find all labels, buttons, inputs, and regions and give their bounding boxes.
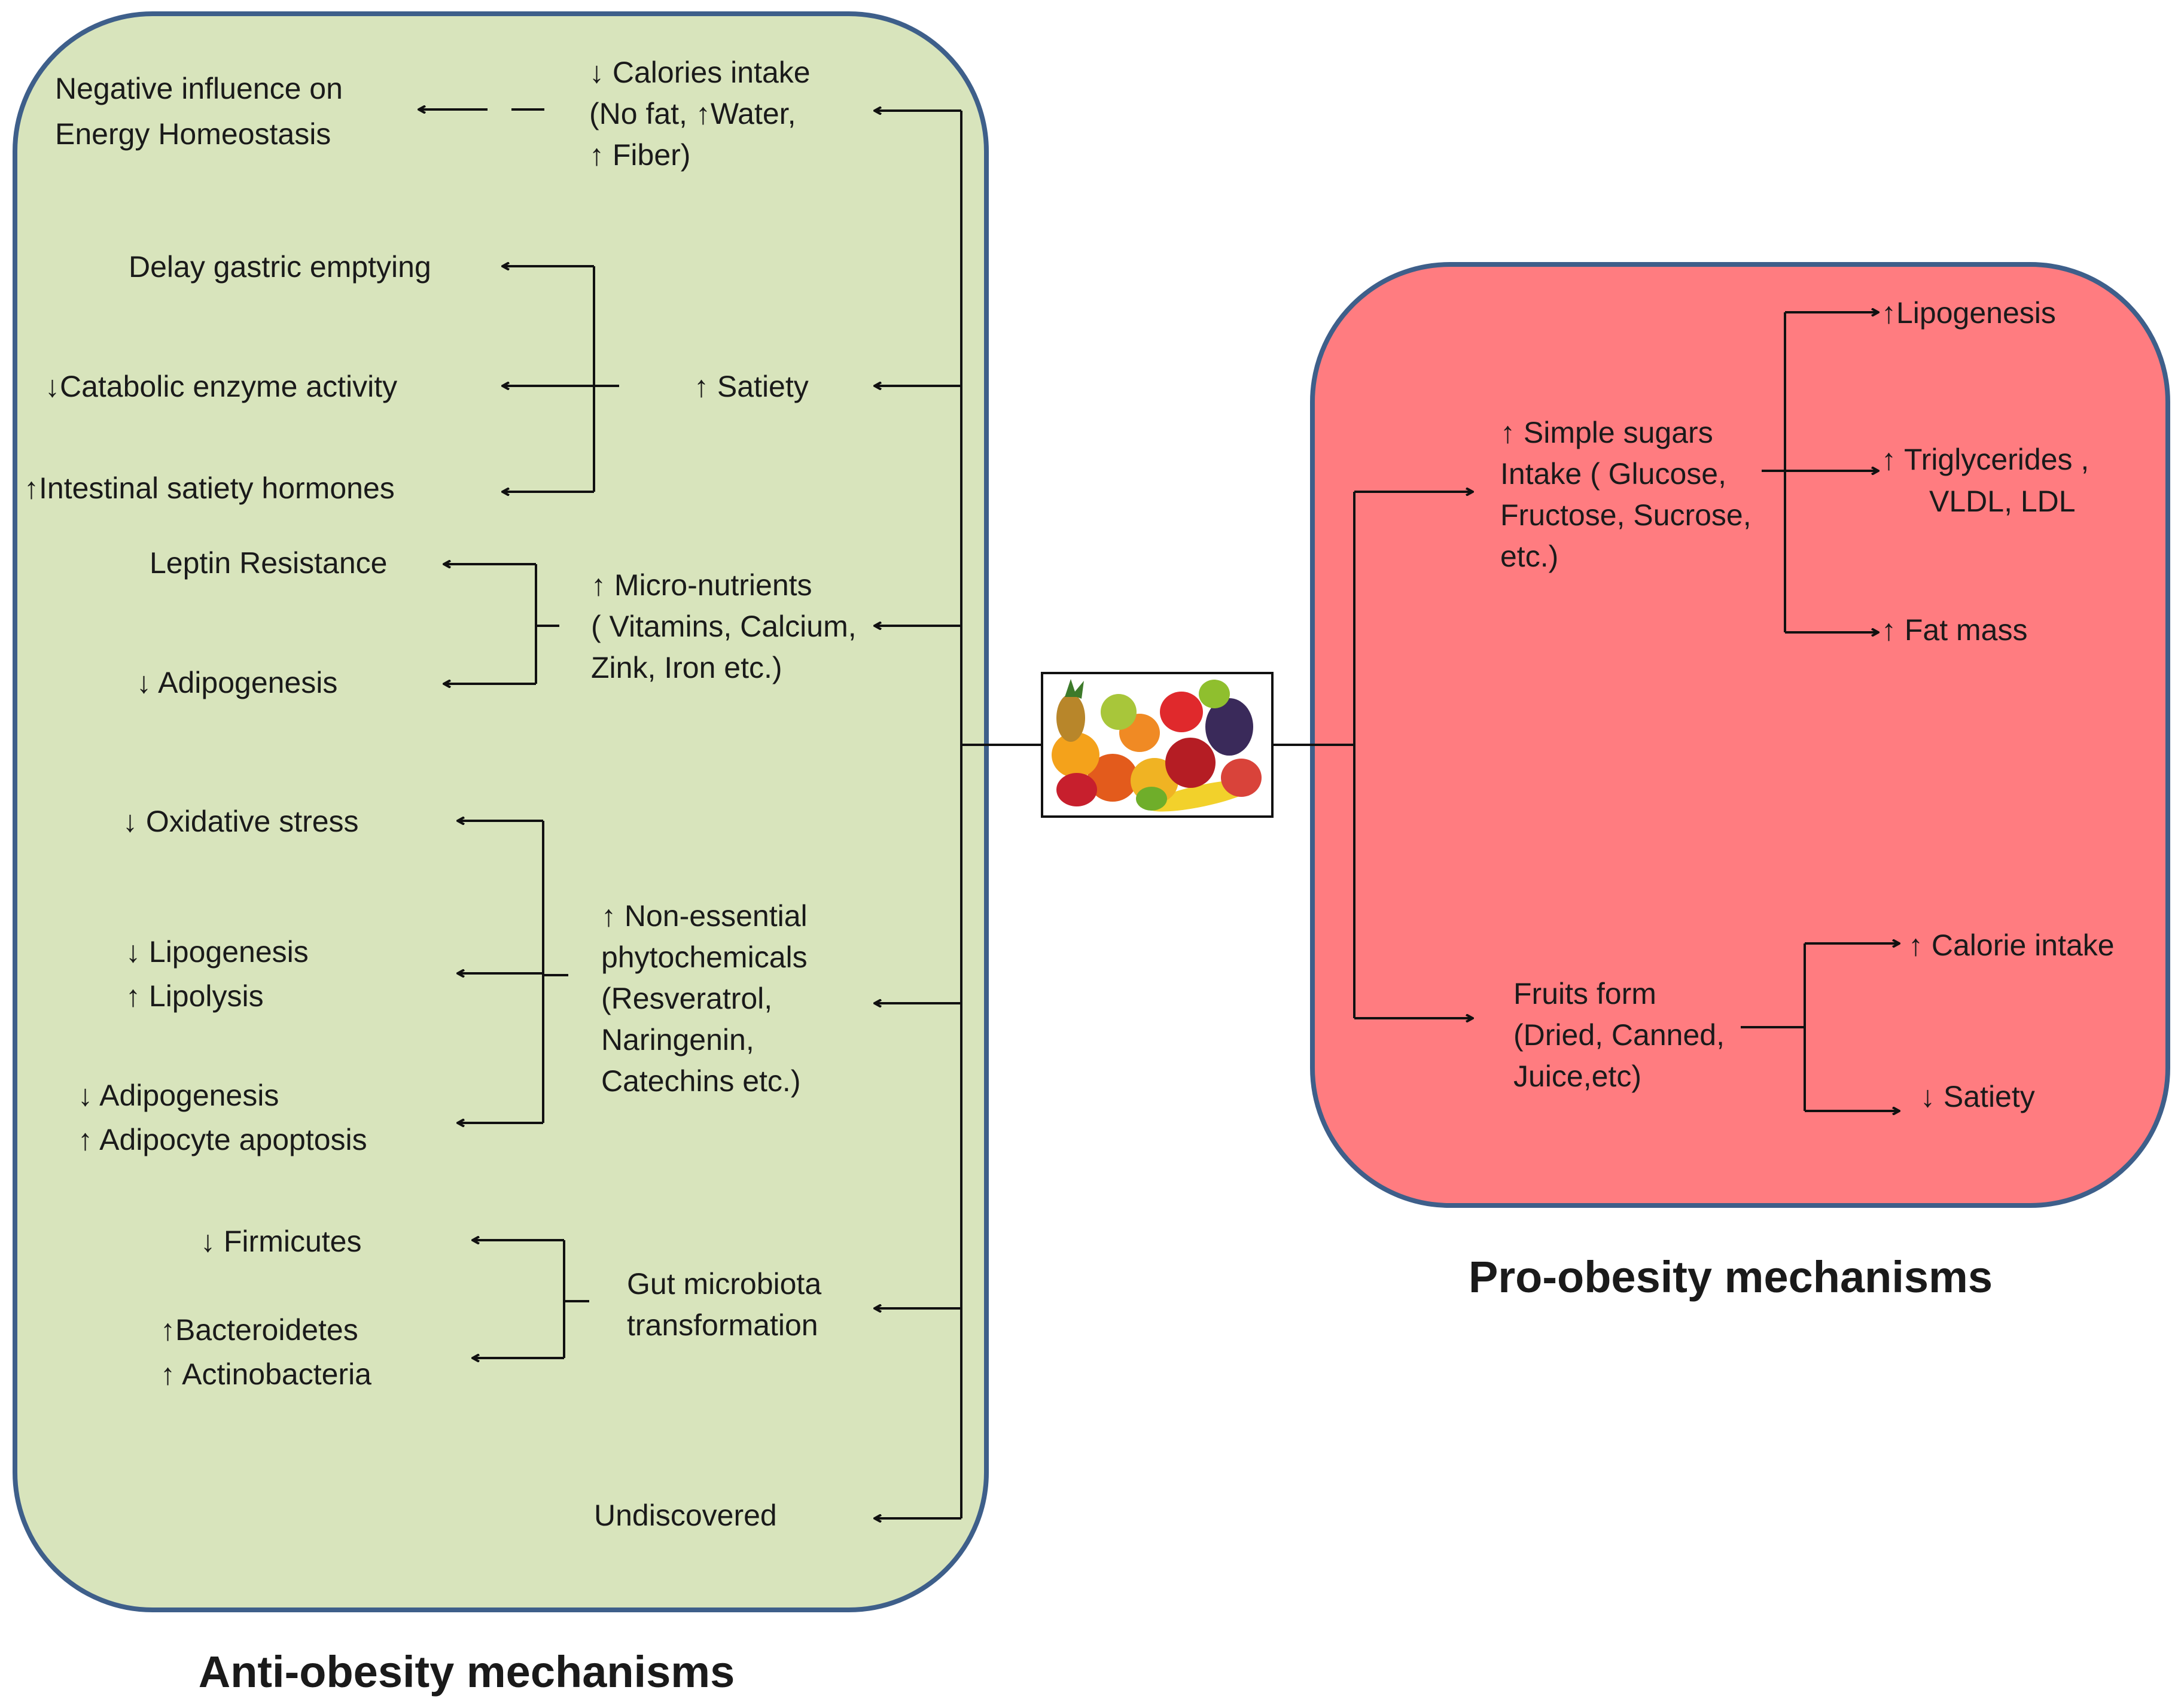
micro-adipogenesis-text: ↓ Adipogenesis [136,666,337,699]
anti-text: ↓ Calories intake (No fat, ↑Water, ↑ Fib… [24,56,865,1532]
satiety-label: ↑ Satiety [694,370,809,403]
leptin-resistance-text: Leptin Resistance [150,546,387,580]
simple-sugars-label: ↑ Simple sugars Intake ( Glucose, Fructo… [1500,416,1760,573]
micro-nutrients-label: ↑ Micro-nutrients ( Vitamins, Calcium, Z… [591,568,865,684]
delay-gastric-emptying-text: Delay gastric emptying [129,250,431,284]
pro-text: ↑ Simple sugars Intake ( Glucose, Fructo… [1500,296,2115,1113]
undiscovered-label: Undiscovered [594,1499,777,1532]
bacteroidetes-actinobacteria-text: ↑Bacteroidetes ↑ Actinobacteria [160,1313,371,1391]
catabolic-enzyme-text: ↓Catabolic enzyme activity [45,370,397,403]
calorie-intake-text: ↑ Calorie intake [1908,928,2115,962]
triglycerides-text: ↑ Triglycerides , VLDL, LDL [1881,443,2097,518]
adipogenesis-apoptosis-text: ↓ Adipogenesis ↑ Adipocyte apoptosis [78,1079,367,1156]
fruit-basket-image [1052,679,1262,812]
fruit-image-frame [1041,672,1274,818]
gut-microbiota-label: Gut microbiota transformation [627,1267,830,1342]
anti-connectors [419,109,1042,1518]
fruits-form-label: Fruits form (Dried, Canned, Juice,etc) [1513,977,1733,1093]
pro-obesity-caption: Pro-obesity mechanisms [1469,1252,1993,1302]
fat-mass-text: ↑ Fat mass [1881,613,2027,647]
satiety-hormones-text: ↑Intestinal satiety hormones [24,471,395,505]
lipogenesis-lipolysis-text: ↓ Lipogenesis ↑ Lipolysis [126,935,317,1013]
anti-obesity-panel [13,11,989,1612]
negative-energy-homeostasis-text: Negative influence on Energy Homeostasis [55,72,351,151]
pro-lipogenesis-text: ↑Lipogenesis [1881,296,2056,330]
oxidative-stress-text: ↓ Oxidative stress [123,805,359,838]
pro-satiety-text: ↓ Satiety [1920,1080,2035,1113]
pro-connectors [1272,312,1899,1111]
calories-intake-label: ↓ Calories intake (No fat, ↑Water, ↑ Fib… [589,56,819,172]
firmicutes-text: ↓ Firmicutes [200,1225,361,1258]
pro-obesity-panel [1310,262,2170,1208]
anti-obesity-caption: Anti-obesity mechanisms [199,1647,735,1697]
phytochemicals-label: ↑ Non-essential phytochemicals (Resverat… [601,899,816,1098]
